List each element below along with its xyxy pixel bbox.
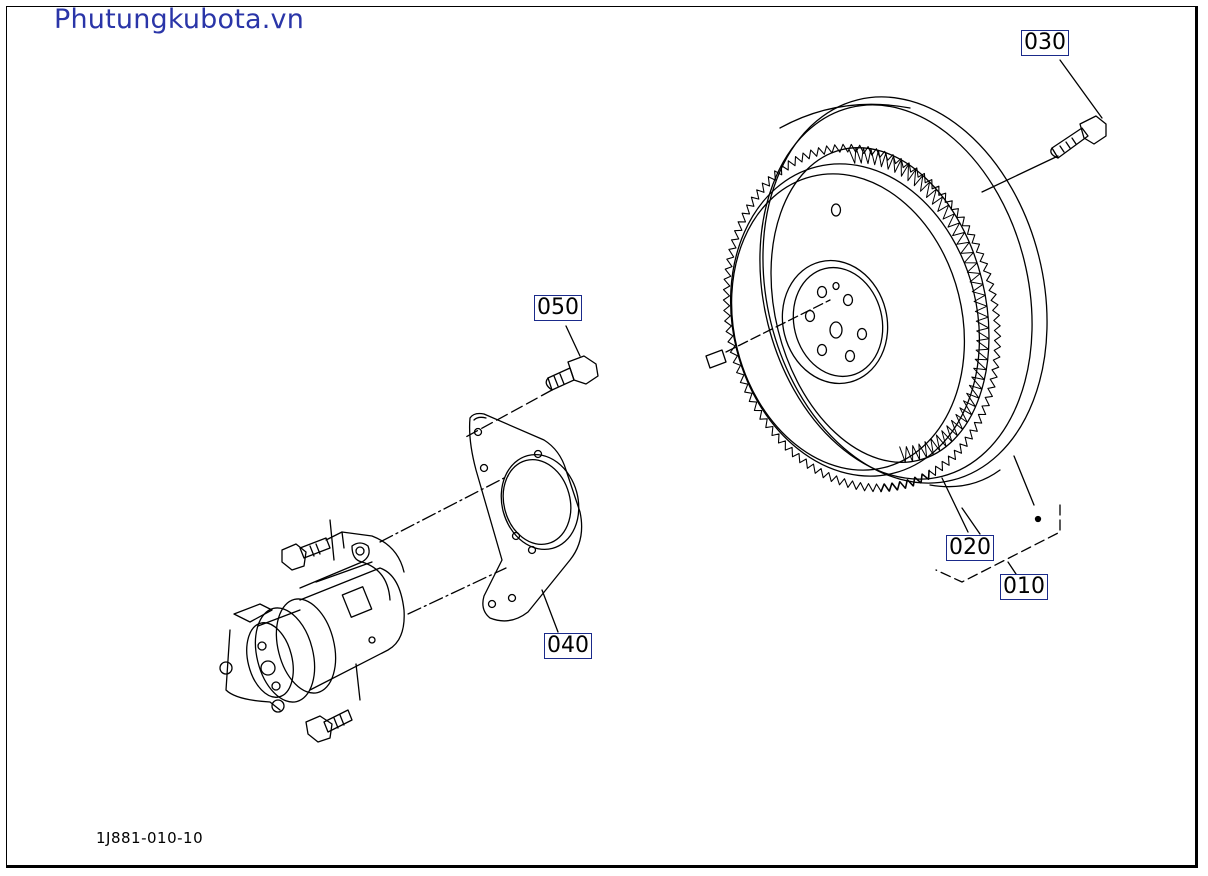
flywheel[interactable] bbox=[698, 66, 1086, 513]
ring-gear-inner-teeth bbox=[849, 148, 989, 463]
starter-motor[interactable] bbox=[220, 476, 508, 742]
part-label-030[interactable]: 030 bbox=[1021, 30, 1069, 56]
leader-lines bbox=[962, 508, 980, 534]
part-label-010[interactable]: 010 bbox=[1000, 574, 1048, 600]
mounting-plate[interactable] bbox=[470, 414, 590, 633]
bracket-bolt[interactable] bbox=[464, 326, 598, 438]
part-label-050[interactable]: 050 bbox=[534, 295, 582, 321]
assembly-bracket bbox=[936, 456, 1060, 582]
gear-tooth-path bbox=[849, 148, 989, 463]
part-label-020[interactable]: 020 bbox=[946, 535, 994, 561]
part-label-040[interactable]: 040 bbox=[544, 633, 592, 659]
diagram-code: 1J881-010-10 bbox=[96, 829, 204, 847]
watermark-text: Phutungkubota.vn bbox=[54, 4, 305, 35]
diagram-frame bbox=[6, 6, 1198, 868]
flywheel-bolt[interactable] bbox=[982, 60, 1106, 192]
ring-gear-teeth bbox=[723, 144, 1000, 491]
gear-tooth-path bbox=[723, 144, 1000, 491]
